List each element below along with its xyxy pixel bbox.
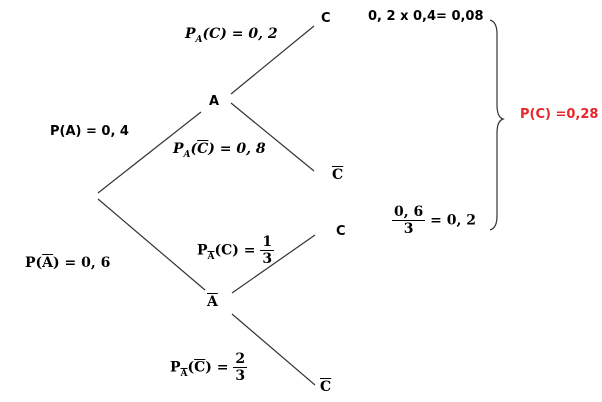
prob-c-given-a-open: ( bbox=[202, 26, 210, 42]
prob-c-given-a-event: C bbox=[209, 26, 221, 42]
prob-c-given-a-bar-den: 3 bbox=[262, 251, 273, 268]
prob-a: P(A) = 0, 4 bbox=[50, 124, 129, 139]
prob-c-given-a-bar-close: ) = bbox=[232, 242, 256, 259]
branch-root-to-a-bar bbox=[97, 198, 206, 291]
prob-c-given-a-sub: A bbox=[195, 35, 203, 45]
calc-top-product: 0, 2 x 0,4= 0,08 bbox=[368, 9, 484, 24]
branch-root-to-a bbox=[97, 111, 202, 194]
prob-c-bar-given-a-rest: ) = 0, 8 bbox=[208, 141, 266, 157]
prob-c-bar-given-a-bar-event: C bbox=[194, 359, 206, 376]
prob-c-bar-given-a-bar-p: P bbox=[170, 359, 181, 376]
calc-second-den: 3 bbox=[403, 221, 414, 238]
prob-c-given-a-bar-p: P bbox=[197, 242, 208, 259]
prob-c-bar-given-a-bar-den: 3 bbox=[235, 368, 246, 385]
node-c-top: C bbox=[321, 11, 331, 26]
prob-a-bar-event: A bbox=[42, 255, 54, 271]
node-c-bar-top: C bbox=[332, 167, 344, 183]
node-c-bar-bottom: C bbox=[320, 379, 332, 395]
branch-a-bar-to-c bbox=[231, 234, 316, 294]
node-c-bottom: C bbox=[336, 224, 346, 239]
prob-c-given-a-bar-open: ( bbox=[214, 242, 222, 259]
prob-c-given-a: PA(C) = 0, 2 bbox=[185, 26, 278, 45]
prob-c-given-a-bar-event: C bbox=[221, 242, 233, 259]
prob-c-given-a-p: P bbox=[185, 26, 196, 42]
prob-c-given-a-bar-num: 1 bbox=[260, 234, 275, 252]
prob-c-bar-given-a-event: C bbox=[197, 141, 209, 157]
prob-c-bar-given-a: PA(C) = 0, 8 bbox=[173, 141, 266, 160]
branch-a-to-c bbox=[230, 25, 315, 95]
node-a: A bbox=[209, 94, 220, 109]
prob-c-bar-given-a-bar-open: ( bbox=[187, 359, 195, 376]
calc-total: P(C) =0,28 bbox=[520, 107, 599, 122]
prob-c-given-a-bar-sub: A bbox=[207, 251, 215, 262]
prob-a-bar-suffix: ) = 0, 6 bbox=[53, 255, 111, 271]
prob-a-bar: P(A) = 0, 6 bbox=[25, 256, 110, 270]
prob-c-bar-given-a-bar-close: ) = bbox=[205, 359, 229, 376]
prob-a-bar-prefix: P( bbox=[25, 255, 43, 271]
branch-a-to-c-bar bbox=[230, 102, 315, 172]
prob-c-given-a-rest: ) = 0, 2 bbox=[220, 26, 278, 42]
calc-second-num: 0, 6 bbox=[392, 204, 426, 222]
prob-c-bar-given-a-sub: A bbox=[183, 150, 191, 160]
branch-a-bar-to-c-bar bbox=[231, 313, 316, 386]
prob-c-bar-given-a-bar-num: 2 bbox=[233, 351, 248, 369]
node-a-bar: A bbox=[207, 294, 218, 310]
calc-second-rest: = 0, 2 bbox=[430, 212, 476, 229]
sum-brace bbox=[489, 19, 505, 231]
prob-c-bar-given-a-bar-sub: A bbox=[180, 368, 188, 379]
prob-c-bar-given-a-open: ( bbox=[190, 141, 198, 157]
prob-c-bar-given-a-p: P bbox=[173, 141, 184, 157]
